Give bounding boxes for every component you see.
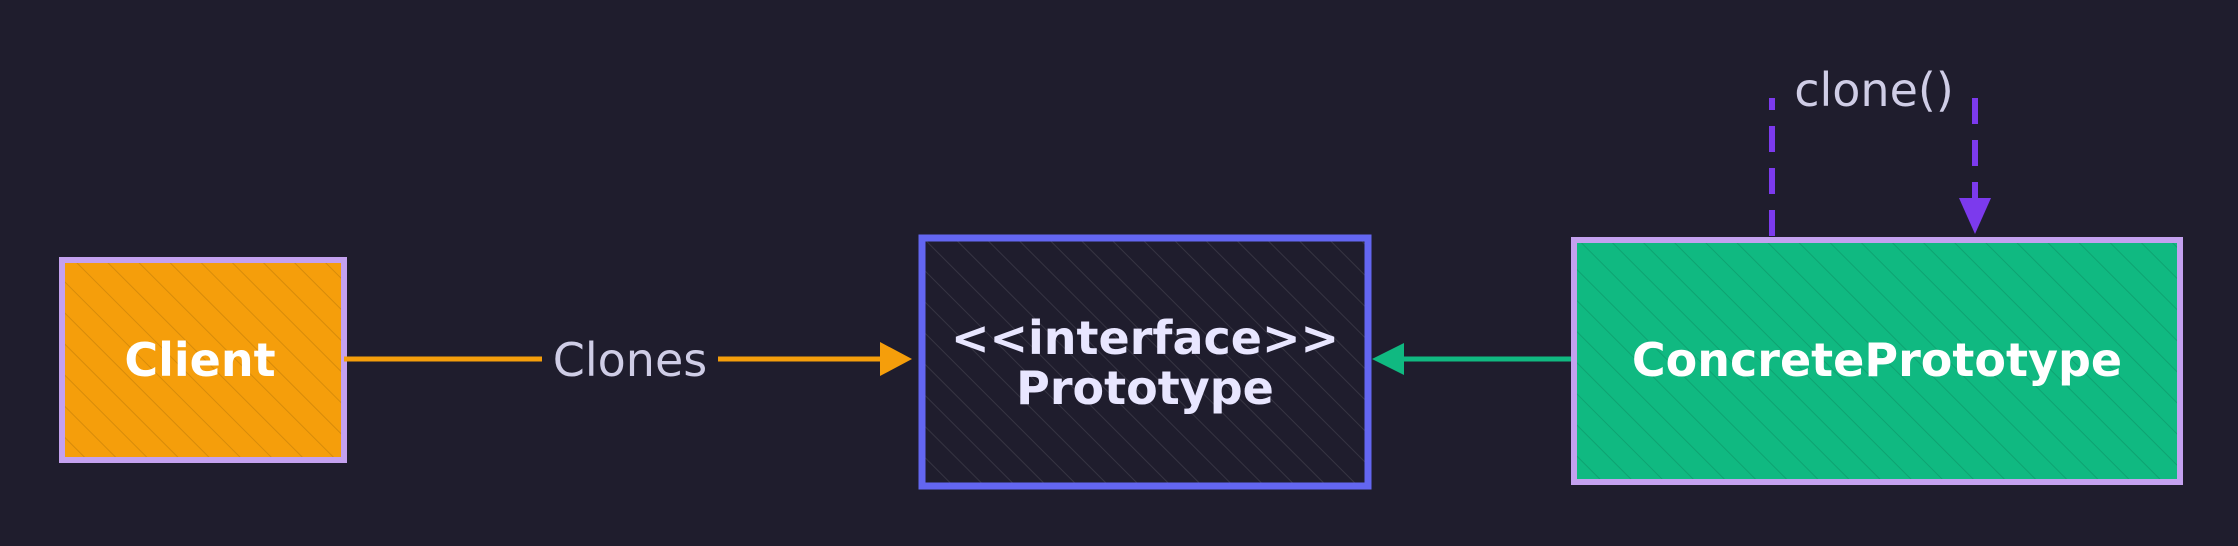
prototype-node[interactable]: <<interface>> Prototype: [918, 234, 1372, 490]
clone-self-edge: clone(): [1769, 63, 1991, 236]
clone-self-arrowhead-icon: [1959, 198, 1991, 234]
clones-label: Clones: [553, 333, 707, 387]
client-node[interactable]: Client: [59, 257, 347, 463]
concrete-prototype-node[interactable]: ConcretePrototype: [1571, 237, 2183, 485]
client-label: Client: [124, 333, 275, 387]
prototype-name-label: Prototype: [1016, 361, 1274, 415]
concrete-prototype-border: [1571, 237, 2183, 485]
implements-arrowhead-icon: [1372, 343, 1404, 375]
concrete-prototype-label: ConcretePrototype: [1632, 333, 2122, 387]
clones-edge: Clones: [344, 333, 912, 387]
prototype-stereotype-label: <<interface>>: [951, 311, 1339, 365]
implements-edge: [1372, 343, 1572, 375]
client-hatch: [62, 260, 344, 460]
prototype-border: [918, 234, 1372, 490]
prototype-hatch: [922, 238, 1368, 486]
clones-arrowhead-icon: [880, 342, 912, 376]
concrete-prototype-hatch: [1574, 240, 2180, 482]
clone-method-label: clone(): [1794, 63, 1954, 117]
